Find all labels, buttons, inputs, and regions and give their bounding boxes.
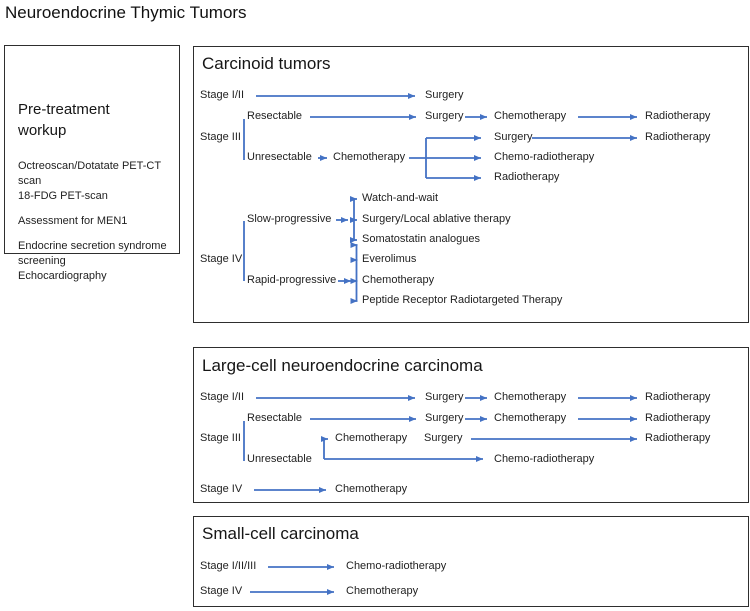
small-cell-carcinoma-box: [193, 516, 749, 607]
node-resectable: Resectable: [247, 110, 303, 122]
node-radiotherapy: Radiotherapy: [645, 391, 711, 403]
node-stage-iv: Stage IV: [200, 253, 243, 265]
workup-item: Assessment for MEN1: [18, 215, 128, 227]
node-chemotherapy: Chemotherapy: [362, 274, 435, 286]
figure-title: Neuroendocrine Thymic Tumors: [5, 3, 247, 22]
node-chemo-radiotherapy: Chemo-radiotherapy: [494, 453, 595, 465]
node-stage-i-ii-iii: Stage I/II/III: [200, 560, 257, 572]
node-stage-i-ii: Stage I/II: [200, 89, 245, 101]
node-surgery: Surgery: [425, 89, 464, 101]
pretreatment-box-title: Pre-treatment workup: [18, 101, 110, 139]
node-everolimus: Everolimus: [362, 253, 417, 265]
node-chemotherapy: Chemotherapy: [494, 391, 567, 403]
node-surgery: Surgery: [424, 432, 463, 444]
node-somatostatin-analogues: Somatostatin analogues: [362, 233, 481, 245]
pretreatment-list: Octreoscan/Dotatate PET-CT scan 18-FDG P…: [18, 159, 178, 284]
large-cell-box-title: Large-cell neuroendocrine carcinoma: [202, 356, 483, 375]
node-radiotherapy: Radiotherapy: [645, 131, 711, 143]
node-surgery: Surgery: [494, 131, 533, 143]
node-stage-iii: Stage III: [200, 131, 241, 143]
node-surgery: Surgery: [425, 412, 464, 424]
node-stage-i-ii: Stage I/II: [200, 391, 245, 403]
node-stage-iv: Stage IV: [200, 483, 243, 495]
carcinoid-tumors-box: [193, 46, 749, 323]
node-chemotherapy: Chemotherapy: [335, 432, 408, 444]
node-chemotherapy: Chemotherapy: [335, 483, 408, 495]
workup-spacer: [18, 229, 178, 239]
node-radiotherapy: Radiotherapy: [645, 432, 711, 444]
node-surgery: Surgery: [425, 391, 464, 403]
node-rapid-progressive: Rapid-progressive: [247, 274, 337, 286]
node-chemotherapy: Chemotherapy: [494, 110, 567, 122]
node-chemotherapy: Chemotherapy: [333, 151, 406, 163]
node-chemo-radiotherapy: Chemo-radiotherapy: [346, 560, 447, 572]
carcinoid-box-title: Carcinoid tumors: [202, 54, 331, 73]
node-surgery: Surgery: [425, 110, 464, 122]
workup-item: Octreoscan/Dotatate PET-CT scan: [18, 160, 161, 187]
node-resectable: Resectable: [247, 412, 303, 424]
node-peptide-receptor-therapy: Peptide Receptor Radiotargeted Therapy: [362, 294, 563, 306]
node-chemotherapy: Chemotherapy: [346, 585, 419, 597]
pretreatment-workup-box: Pre-treatment workup Octreoscan/Dotatate…: [4, 45, 180, 282]
node-watch-and-wait: Watch-and-wait: [362, 192, 439, 204]
node-radiotherapy: Radiotherapy: [645, 412, 711, 424]
node-radiotherapy: Radiotherapy: [645, 110, 711, 122]
node-radiotherapy: Radiotherapy: [494, 171, 560, 183]
workup-item: Endocrine secretion syndrome screening: [18, 240, 167, 267]
workup-item: 18-FDG PET-scan: [18, 190, 108, 202]
node-chemotherapy: Chemotherapy: [494, 412, 567, 424]
node-unresectable: Unresectable: [247, 151, 312, 163]
node-chemo-radiotherapy: Chemo-radiotherapy: [494, 151, 595, 163]
workup-spacer: [18, 204, 178, 214]
node-stage-iv: Stage IV: [200, 585, 243, 597]
large-cell-carcinoma-box: [193, 347, 749, 503]
node-unresectable: Unresectable: [247, 453, 312, 465]
small-cell-box-title: Small-cell carcinoma: [202, 524, 359, 543]
node-slow-progressive: Slow-progressive: [247, 213, 332, 225]
node-stage-iii: Stage III: [200, 432, 241, 444]
workup-item: Echocardiography: [18, 270, 107, 282]
node-surgery-local-ablative: Surgery/Local ablative therapy: [362, 213, 511, 225]
